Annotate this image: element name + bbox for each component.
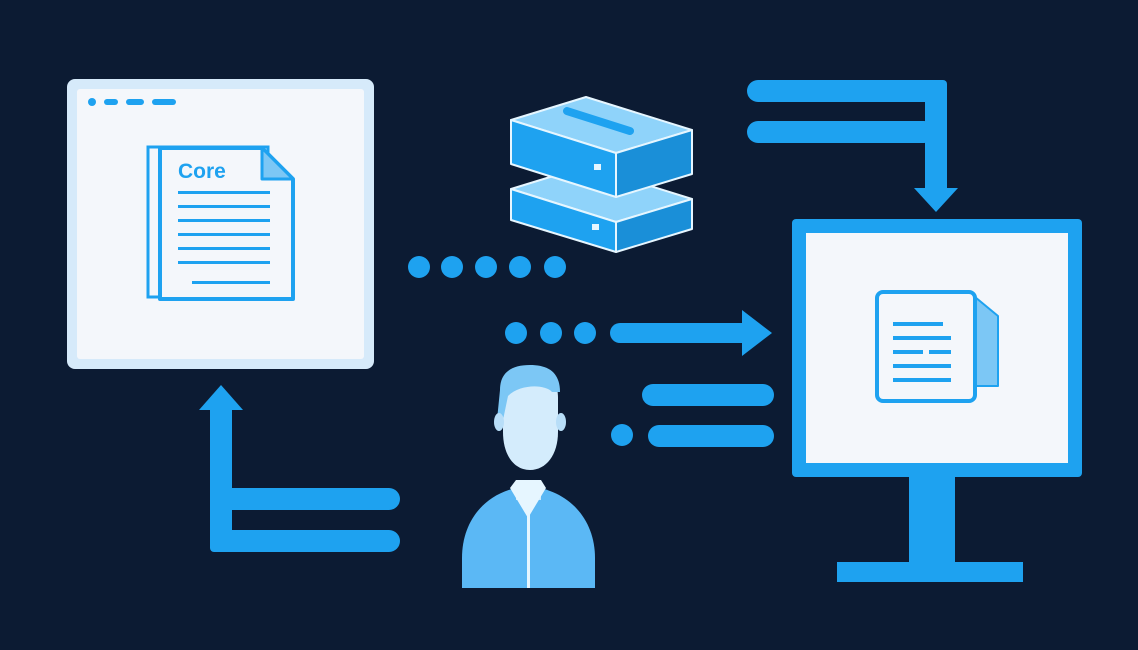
connector-dot: [505, 322, 527, 344]
text-line: [929, 350, 951, 354]
connector-dot: [441, 256, 463, 278]
arrow-to-monitor: [505, 310, 772, 356]
server-slot: [563, 107, 634, 135]
connector-dot: [540, 322, 562, 344]
text-line: [893, 364, 951, 368]
connector-dot: [509, 256, 531, 278]
text-line: [178, 233, 270, 236]
dotted-connector: [408, 256, 566, 278]
text-line: [893, 378, 951, 382]
window-titlebar-dots: [88, 98, 176, 106]
document-sheet: [875, 290, 977, 403]
flow-line: [747, 121, 935, 143]
titlebar-dash: [104, 99, 118, 105]
titlebar-dash: [126, 99, 144, 105]
document-label: Core: [178, 160, 226, 183]
flow-line: [648, 425, 774, 447]
server-led: [594, 164, 601, 170]
user-hair: [497, 365, 560, 420]
user-ear: [494, 413, 504, 431]
flow-line: [747, 80, 941, 102]
flow-line-vertical: [210, 400, 232, 552]
titlebar-dot: [88, 98, 96, 106]
flow-line-vertical: [925, 80, 947, 192]
user-zipper: [527, 506, 530, 588]
text-line: [893, 336, 951, 340]
desktop-monitor-icon: [792, 219, 1082, 582]
core-document-icon: Core: [146, 145, 295, 301]
text-line: [178, 205, 270, 208]
server-right-face: [615, 129, 693, 198]
flow-line: [210, 530, 400, 552]
titlebar-dash: [152, 99, 176, 105]
connector-dot: [574, 322, 596, 344]
text-line: [178, 219, 270, 222]
flow-line: [210, 488, 400, 510]
user-face: [503, 368, 558, 470]
outgoing-lines: [611, 384, 774, 447]
arrow-down-icon: [914, 188, 958, 212]
flow-line: [642, 384, 774, 406]
incoming-lines-arrow: [747, 80, 958, 212]
server-led: [592, 224, 599, 230]
server-unit-upper: [510, 96, 693, 198]
document-fold: [260, 146, 295, 181]
document-window-icon: Core: [67, 79, 374, 369]
return-arrow: [199, 385, 400, 552]
document-text-lines: [893, 322, 951, 382]
server-right-face: [615, 198, 693, 253]
text-line: [893, 350, 923, 354]
text-line: [178, 191, 270, 194]
user-collar: [510, 480, 546, 518]
server-stack-icon: [510, 96, 693, 253]
monitor-base: [837, 562, 1023, 582]
text-line: [178, 247, 270, 250]
arrow-up-icon: [199, 385, 243, 410]
connector-dot: [408, 256, 430, 278]
connector-dot: [475, 256, 497, 278]
document-text-lines: [178, 191, 270, 284]
text-line: [192, 281, 270, 284]
user-avatar-icon: [462, 365, 595, 588]
document-icon: [875, 290, 999, 403]
user-ear: [556, 413, 566, 431]
monitor-stand: [909, 476, 955, 566]
arrow-right-icon: [742, 310, 772, 356]
text-line: [178, 261, 270, 264]
flow-line: [610, 323, 752, 343]
text-line: [893, 322, 943, 326]
connector-dot: [544, 256, 566, 278]
connector-dot: [611, 424, 633, 446]
